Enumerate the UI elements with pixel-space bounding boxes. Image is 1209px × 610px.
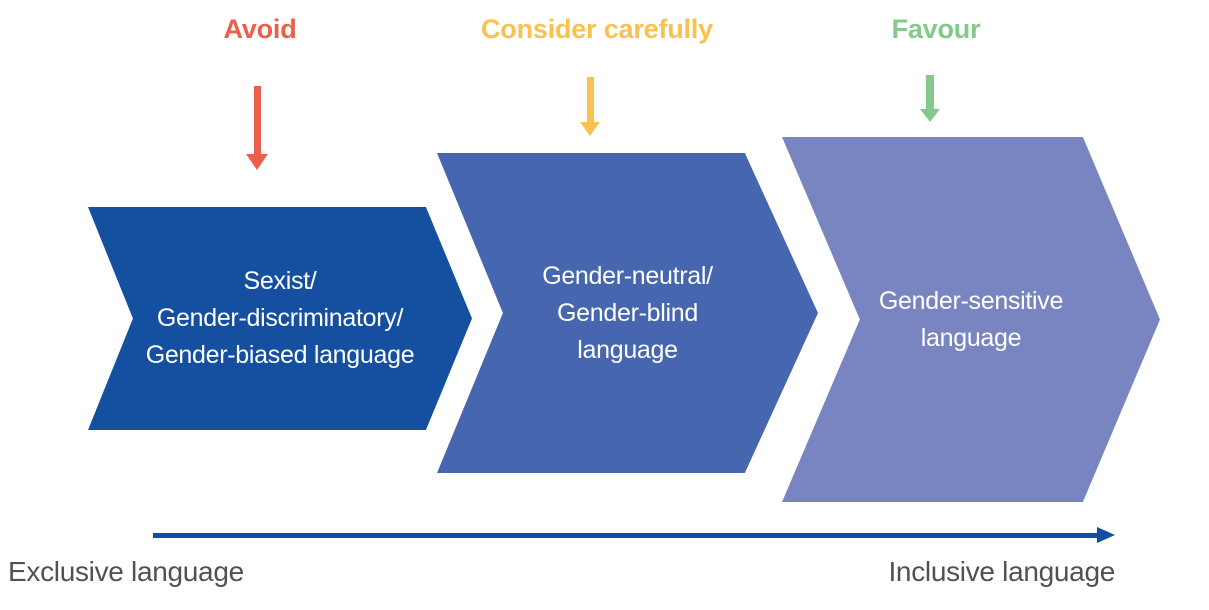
favour-label: Favour [891,14,981,44]
arrow-head [246,154,268,170]
avoid-label: Avoid [223,14,297,44]
stage-gender-sensitive-chevron: Gender-sensitive language [782,137,1160,502]
arrow-head [580,122,600,136]
arrow-head [1097,527,1115,543]
stage-text-line: Sexist/ [243,267,317,295]
stage-text-line: Gender-discriminatory/ [156,304,404,332]
stage-gender-neutral-blind-chevron: Gender-neutral/ Gender-blind language [437,153,818,473]
arrow-shaft [926,75,934,109]
stage-text-line: Gender-blind [557,298,698,327]
stage-text-line: language [920,323,1022,352]
stage-sexist-gender-biased-chevron: Sexist/ Gender-discriminatory/ Gender-bi… [88,207,472,430]
arrow-shaft [586,77,594,122]
exclusive-to-inclusive-axis-arrow-icon [153,527,1115,543]
stage-text-line: Gender-sensitive [878,286,1064,315]
consider-down-arrow-icon [580,77,600,136]
stage-text-line: Gender-biased language [145,341,415,369]
exclusive-language-label: Exclusive language [8,556,244,587]
avoid-down-arrow-icon [246,86,268,170]
arrow-shaft [153,533,1099,538]
favour-down-arrow-icon [920,75,940,122]
arrow-shaft [253,86,261,154]
stage-text-line: language [577,335,678,364]
arrow-head [920,109,940,122]
stage-text-line: Gender-neutral/ [542,261,713,290]
consider-carefully-label: Consider carefully [481,14,713,44]
inclusive-language-label: Inclusive language [888,556,1115,587]
